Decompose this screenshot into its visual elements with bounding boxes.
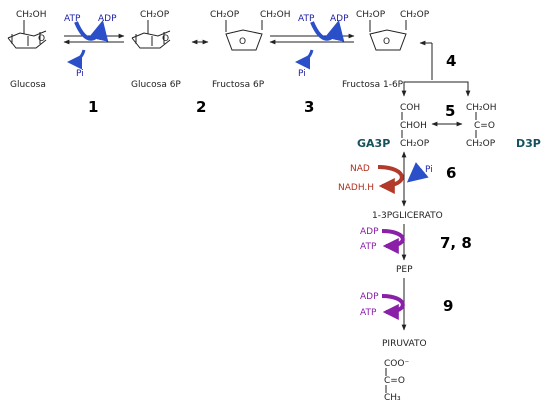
adp-curved-arrow-7 — [381, 229, 405, 254]
glucosa-label: Glucosa — [10, 80, 46, 90]
reaction-1: ATP ADP Pi — [63, 14, 125, 79]
adp-label-1: ADP — [98, 14, 117, 24]
atp-curved-arrow-3 — [310, 20, 345, 42]
step-number-7-8: 7, 8 — [440, 234, 472, 252]
piruvato-label: PIRUVATO — [382, 339, 427, 349]
nadh-label: NADH.H — [338, 183, 374, 193]
d3p-structure: CH₂OH C=O CH₂OP D3P — [466, 103, 541, 150]
pi-arrow-6 — [406, 162, 429, 183]
piruvato-line-2: C=O — [384, 376, 405, 386]
nad-label: NAD — [350, 164, 370, 174]
adp-label-9: ADP — [360, 292, 379, 302]
atp-label-1: ATP — [64, 14, 81, 24]
glicerato-label: 1-3PGLICERATO — [372, 211, 443, 221]
glucosa-ring-o: O — [38, 34, 45, 44]
glucosa-formula: CH₂OH — [16, 10, 47, 20]
fructosa6p-formula-right: CH₂OH — [260, 10, 291, 20]
fructosa16p-formula-right: CH₂OP — [400, 10, 430, 20]
nad-curved-arrow — [377, 165, 404, 194]
piruvato-structure: PIRUVATO COO⁻ C=O CH₃ — [382, 339, 427, 403]
glucosa6p-structure: CH₂OP O Glucosa 6P — [131, 10, 181, 90]
step-number-6: 6 — [446, 164, 456, 182]
ga3p-line-3: CH₂OP — [400, 139, 430, 149]
piruvato-line-3: CH₃ — [384, 393, 401, 403]
fructosa16p-formula-left: CH₂OP — [356, 10, 386, 20]
adp-label-3: ADP — [330, 14, 349, 24]
pi-label-3: Pi — [298, 69, 306, 79]
glucosa-structure: CH₂OH O Glucosa — [7, 10, 47, 90]
fructosa16p-label: Fructosa 1-6P — [342, 80, 404, 90]
reaction-7-8: ADP ATP — [360, 224, 407, 261]
reaction-4 — [401, 40, 471, 97]
step-number-9: 9 — [443, 297, 453, 315]
fructosa6p-formula-left: CH₂OP — [210, 10, 240, 20]
pi-curved-arrow-3 — [295, 49, 314, 70]
fructosa16p-structure: CH₂OP CH₂OP O Fructosa 1-6P — [342, 10, 430, 90]
atp-label-9: ATP — [360, 308, 377, 318]
d3p-label: D3P — [516, 137, 541, 150]
reaction-3: ATP ADP Pi — [269, 14, 355, 79]
fructosa6p-structure: CH₂OP CH₂OH O Fructosa 6P — [210, 10, 291, 90]
ga3p-line-1: COH — [400, 103, 420, 113]
pep-label: PEP — [396, 265, 413, 275]
atp-label-3: ATP — [298, 14, 315, 24]
glucosa6p-label: Glucosa 6P — [131, 80, 181, 90]
pi-curved-arrow-1 — [67, 49, 86, 70]
atp-curved-arrow-1 — [74, 20, 109, 42]
ga3p-label: GA3P — [357, 137, 390, 150]
d3p-line-2: C=O — [474, 121, 495, 131]
fructosa6p-ring-o: O — [239, 37, 246, 47]
step-number-2: 2 — [196, 98, 206, 116]
adp-label-7: ADP — [360, 227, 379, 237]
ga3p-structure: COH CHOH CH₂OP GA3P — [357, 103, 430, 150]
atp-label-7: ATP — [360, 242, 377, 252]
pi-label-1: Pi — [76, 69, 84, 79]
pi-label-6: Pi — [425, 165, 433, 175]
reaction-6: NAD NADH.H Pi — [338, 151, 433, 207]
step-number-4: 4 — [446, 52, 456, 70]
ga3p-line-2: CHOH — [400, 121, 427, 131]
reaction-9: ADP ATP — [360, 278, 407, 331]
adp-curved-arrow-9 — [381, 294, 405, 320]
step-number-3: 3 — [304, 98, 314, 116]
piruvato-line-1: COO⁻ — [384, 359, 409, 369]
glucosa6p-formula: CH₂OP — [140, 10, 170, 20]
fructosa16p-ring-o: O — [383, 37, 390, 47]
step-number-5: 5 — [445, 102, 455, 120]
glucosa6p-ring-o: O — [162, 34, 169, 44]
d3p-line-1: CH₂OH — [466, 103, 497, 113]
fructosa6p-label: Fructosa 6P — [212, 80, 265, 90]
step-number-1: 1 — [88, 98, 98, 116]
d3p-line-3: CH₂OP — [466, 139, 496, 149]
